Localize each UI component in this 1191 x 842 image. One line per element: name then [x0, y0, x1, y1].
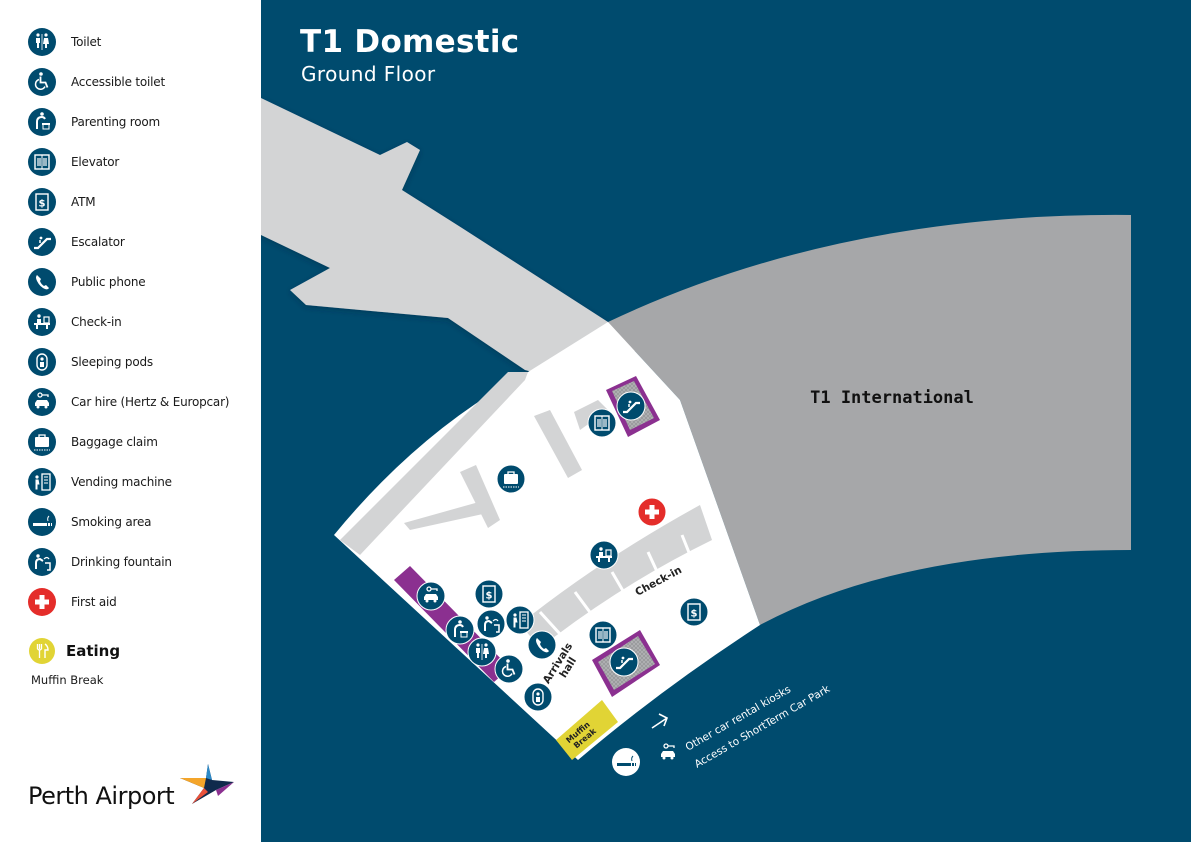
- parenting-room-icon: [28, 108, 56, 136]
- svg-text:$: $: [486, 591, 493, 602]
- legend-label: First aid: [71, 595, 117, 609]
- svg-text:$: $: [691, 609, 698, 620]
- gate-fingers: [340, 372, 608, 555]
- legend-label: Baggage claim: [71, 435, 158, 449]
- eating-icon: [29, 638, 55, 664]
- drinking-fountain-icon: [28, 548, 56, 576]
- map-check-in-icon: [589, 540, 619, 570]
- legend-item-toilet: Toilet: [27, 27, 101, 57]
- pier-concourse: [261, 98, 640, 390]
- legend-label: Sleeping pods: [71, 355, 153, 369]
- eating-item-muffin-break: Muffin Break: [31, 673, 104, 687]
- page-title: T1 Domestic: [300, 24, 520, 60]
- page-subtitle: Ground Floor: [301, 62, 436, 86]
- legend-item-atm: $ ATM: [27, 187, 96, 217]
- legend-item-sleeping-pods: Sleeping pods: [27, 347, 153, 377]
- map-elevator-icon: [587, 408, 617, 438]
- legend-label: Accessible toilet: [71, 75, 165, 89]
- map-smoking-area-icon: [612, 748, 640, 776]
- legend-item-escalator: Escalator: [27, 227, 125, 257]
- legend-item-elevator: Elevator: [27, 147, 119, 177]
- check-in-belt: [520, 505, 712, 648]
- t1-international-label: T1 International: [810, 388, 974, 408]
- map-parenting-room-icon: [445, 615, 475, 645]
- public-phone-icon: [28, 268, 56, 296]
- legend-label: Parenting room: [71, 115, 161, 129]
- map-public-phone-icon: [527, 630, 557, 660]
- legend-label: Toilet: [71, 35, 102, 49]
- map-atm-icon: $: [679, 597, 709, 627]
- map-sleeping-pods-icon: [523, 682, 553, 712]
- map-car-hire-icon: [661, 743, 675, 760]
- legend-label: Vending machine: [71, 475, 172, 489]
- legend-item-public-phone: Public phone: [27, 267, 146, 297]
- legend-item-vending-machine: Vending machine: [27, 467, 172, 497]
- legend-item-baggage-claim: Baggage claim: [27, 427, 158, 457]
- map-car-hire-icon: [416, 581, 446, 611]
- map-accessible-toilet-icon: [494, 654, 524, 684]
- legend-label: Escalator: [71, 235, 125, 249]
- baggage-claim-icon: [28, 428, 56, 456]
- legend-label: Car hire (Hertz & Europcar): [71, 395, 230, 409]
- legend-label: Smoking area: [71, 515, 152, 529]
- map-drinking-fountain-icon: [476, 609, 506, 639]
- accessible-toilet-icon: [28, 68, 56, 96]
- legend-item-check-in: Check-in: [27, 307, 122, 337]
- legend-panel: Toilet Accessible toilet Parenting room …: [0, 0, 261, 842]
- sleeping-pods-icon: [28, 348, 56, 376]
- map-escalator-icon: [609, 647, 639, 677]
- legend-label: Public phone: [71, 275, 146, 289]
- muffin-break-shop: Muffin Break: [556, 700, 618, 760]
- legend-item-eating: [27, 636, 57, 666]
- legend-item-smoking-area: Smoking area: [27, 507, 152, 537]
- map-escalator-icon: [616, 391, 646, 421]
- legend-item-drinking-fountain: Drinking fountain: [27, 547, 172, 577]
- legend-label: Check-in: [71, 315, 122, 329]
- arrow-icon: [651, 713, 669, 729]
- toilet-icon: [28, 28, 56, 56]
- perth-airport-logo-mark: [180, 764, 234, 804]
- legend-item-first-aid: First aid: [27, 587, 117, 617]
- legend-label: ATM: [71, 195, 96, 209]
- map-first-aid-icon: [637, 497, 667, 527]
- t1-domestic-floor: [334, 322, 760, 760]
- smoking-area-icon: [28, 508, 56, 536]
- map-elevator-icon: [588, 620, 618, 650]
- car-hire-icon: [28, 388, 56, 416]
- check-in-icon: [28, 308, 56, 336]
- map-vending-machine-icon: [505, 605, 535, 635]
- map-toilet-icon: [467, 637, 497, 667]
- perth-airport-logo: Perth Airport: [28, 782, 175, 810]
- t1-international-building: [608, 214, 1131, 625]
- svg-text:$: $: [39, 199, 46, 210]
- eating-heading: Eating: [66, 642, 121, 660]
- legend-item-car-hire: Car hire (Hertz & Europcar): [27, 387, 229, 417]
- terminal-map: Muffin Break T1 International Check-in A…: [261, 0, 1191, 842]
- elevator-icon: [28, 148, 56, 176]
- escalator-icon: [28, 228, 56, 256]
- first-aid-icon: [28, 588, 56, 616]
- legend-label: Drinking fountain: [71, 555, 172, 569]
- vending-machine-icon: [28, 468, 56, 496]
- legend-label: Elevator: [71, 155, 120, 169]
- map-baggage-claim-icon: [496, 464, 526, 494]
- legend-item-parenting-room: Parenting room: [27, 107, 160, 137]
- legend-item-accessible-toilet: Accessible toilet: [27, 67, 165, 97]
- map-atm-icon: $: [474, 579, 504, 609]
- atm-icon: $: [28, 188, 56, 216]
